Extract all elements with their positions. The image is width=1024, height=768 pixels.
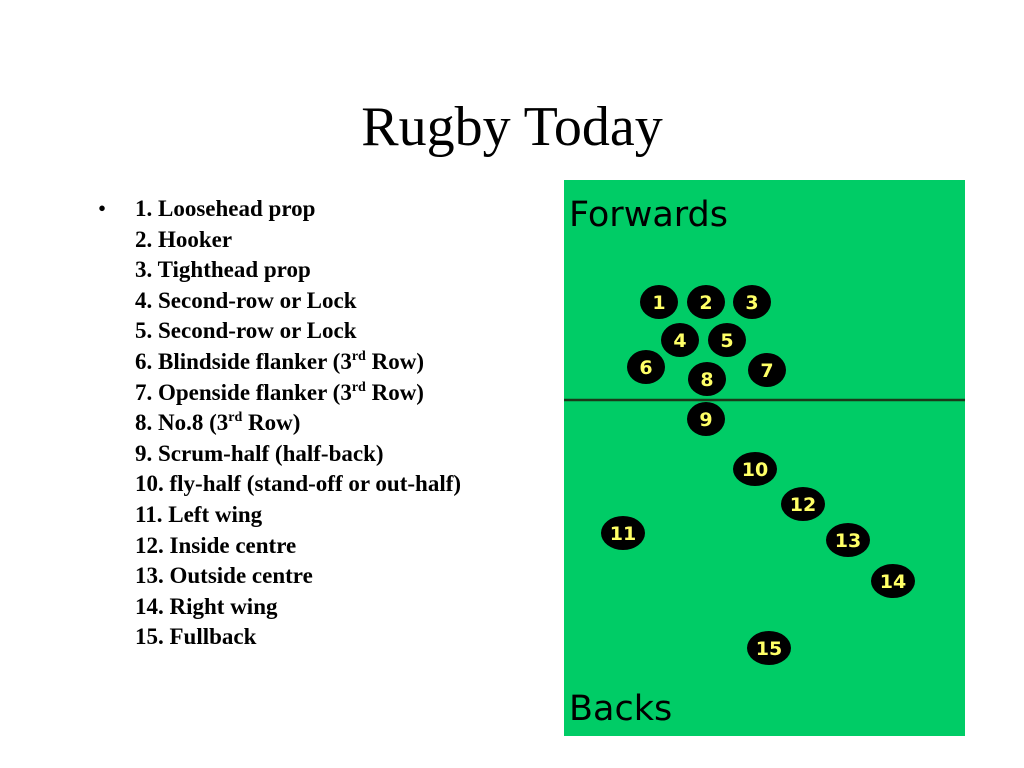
player-marker: 3 bbox=[733, 285, 771, 319]
player-number: 7 bbox=[760, 360, 773, 382]
ordinal-suffix: rd bbox=[228, 410, 243, 426]
position-text: 6. Blindside flanker (3 bbox=[135, 348, 352, 374]
player-disc bbox=[708, 323, 746, 357]
player-number: 5 bbox=[720, 330, 733, 352]
player-marker: 10 bbox=[733, 452, 777, 486]
ordinal-suffix: rd bbox=[351, 379, 366, 395]
position-item: 15. Fullback bbox=[135, 624, 257, 650]
player-number: 14 bbox=[880, 571, 906, 593]
position-text-tail: Row) bbox=[365, 379, 424, 405]
player-marker: 12 bbox=[781, 487, 825, 521]
player-disc bbox=[661, 323, 699, 357]
player-marker: 14 bbox=[871, 564, 915, 598]
player-number: 15 bbox=[756, 638, 782, 660]
player-number: 12 bbox=[790, 494, 816, 516]
position-item: 11. Left wing bbox=[135, 501, 263, 527]
position-item: 10. fly-half (stand-off or out-half) bbox=[135, 471, 462, 497]
player-number: 10 bbox=[742, 459, 768, 481]
player-number: 3 bbox=[745, 292, 758, 314]
position-item: 7. Openside flanker (3rd Row) bbox=[135, 378, 495, 409]
player-disc bbox=[733, 452, 777, 486]
player-number: 11 bbox=[610, 523, 636, 545]
ordinal-suffix: rd bbox=[351, 348, 366, 364]
player-disc bbox=[687, 285, 725, 319]
player-disc bbox=[627, 350, 665, 384]
player-marker: 6 bbox=[627, 350, 665, 384]
player-marker: 2 bbox=[687, 285, 725, 319]
player-number: 8 bbox=[700, 369, 713, 391]
position-item: 12. Inside centre bbox=[135, 532, 297, 558]
positions-list: 1. Loosehead prop 2. Hooker 3. Tighthead p… bbox=[135, 194, 495, 653]
player-marker: 13 bbox=[826, 523, 870, 557]
position-item: 13. Outside centre bbox=[135, 563, 313, 589]
position-item: 8. No.8 (3rd Row) bbox=[135, 408, 495, 439]
player-disc bbox=[601, 516, 645, 550]
forwards-label: Forwards bbox=[569, 195, 728, 235]
position-item: 9. Scrum-half (half-back) bbox=[135, 440, 384, 466]
player-number: 6 bbox=[639, 357, 652, 379]
position-item: 5. Second-row or Lock bbox=[135, 318, 357, 344]
position-item: 4. Second-row or Lock bbox=[135, 287, 357, 313]
position-text-tail: Row) bbox=[365, 348, 424, 374]
position-text: 8. No.8 (3 bbox=[135, 410, 229, 436]
position-text-tail: Row) bbox=[242, 410, 301, 436]
player-disc bbox=[688, 362, 726, 396]
player-marker: 4 bbox=[661, 323, 699, 357]
player-disc bbox=[687, 402, 725, 436]
player-marker: 1 bbox=[640, 285, 678, 319]
position-item: 3. Tighthead prop bbox=[135, 257, 311, 283]
player-disc bbox=[826, 523, 870, 557]
slide-title: Rugby Today bbox=[361, 96, 663, 158]
player-marker: 5 bbox=[708, 323, 746, 357]
player-marker: 8 bbox=[688, 362, 726, 396]
player-disc bbox=[733, 285, 771, 319]
position-item: 6. Blindside flanker (3rd Row) bbox=[135, 347, 495, 378]
player-marker: 9 bbox=[687, 402, 725, 436]
bullet-icon: • bbox=[98, 196, 107, 221]
player-number: 4 bbox=[673, 330, 686, 352]
position-item: 2. Hooker bbox=[135, 226, 233, 252]
player-disc bbox=[871, 564, 915, 598]
player-number: 2 bbox=[699, 292, 712, 314]
player-disc bbox=[781, 487, 825, 521]
player-disc bbox=[640, 285, 678, 319]
player-number: 1 bbox=[652, 292, 665, 314]
player-disc bbox=[748, 353, 786, 387]
player-disc bbox=[747, 631, 791, 665]
position-item: 14. Right wing bbox=[135, 593, 278, 619]
position-item: 1. Loosehead prop bbox=[135, 196, 316, 221]
player-marker: 11 bbox=[601, 516, 645, 550]
player-marker: 7 bbox=[748, 353, 786, 387]
player-number: 13 bbox=[835, 530, 861, 552]
player-number: 9 bbox=[699, 409, 712, 431]
backs-label: Backs bbox=[569, 689, 672, 729]
player-marker: 15 bbox=[747, 631, 791, 665]
position-text: 7. Openside flanker (3 bbox=[135, 379, 352, 405]
